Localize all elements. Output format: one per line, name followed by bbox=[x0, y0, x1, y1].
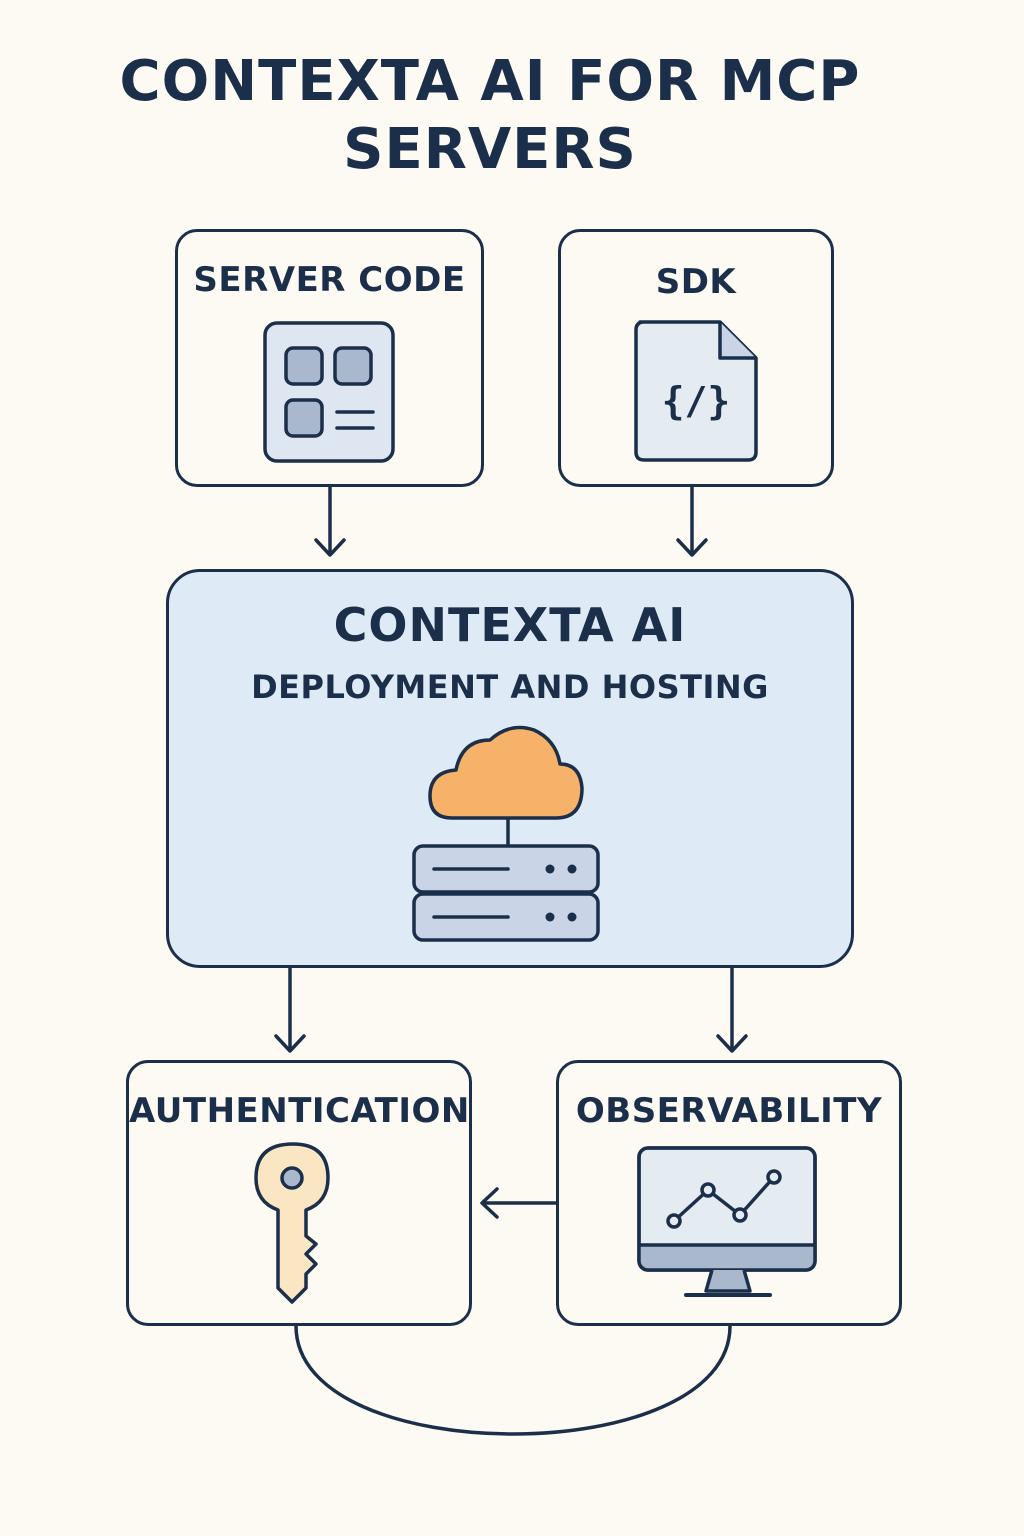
server-code-label: SERVER CODE bbox=[193, 260, 466, 300]
observability-label: OBSERVABILITY bbox=[575, 1091, 883, 1131]
code-file-icon: {/} bbox=[634, 320, 758, 462]
arrowhead-left bbox=[480, 1187, 499, 1219]
sdk-label: SDK bbox=[655, 262, 737, 302]
arrowhead-observability bbox=[716, 1034, 748, 1053]
cloud-server-icon bbox=[412, 725, 600, 942]
arrowhead-sdk bbox=[676, 538, 708, 557]
title-line-2: SERVERS bbox=[343, 117, 637, 182]
diagram-title: CONTEXTA AI FOR MCP SERVERS bbox=[0, 48, 980, 184]
key-icon bbox=[254, 1142, 330, 1304]
arrowhead-authentication bbox=[274, 1034, 306, 1053]
title-line-1: CONTEXTA AI FOR MCP bbox=[119, 49, 861, 114]
curve-authentication-observability bbox=[294, 1324, 732, 1436]
monitor-chart-icon bbox=[637, 1146, 817, 1297]
code-file-text: {/} bbox=[662, 379, 731, 423]
arrowhead-server-code bbox=[314, 538, 346, 557]
app-grid-icon bbox=[263, 321, 395, 463]
contexta-subtitle: DEPLOYMENT AND HOSTING bbox=[251, 668, 769, 706]
authentication-label: AUTHENTICATION bbox=[129, 1091, 470, 1131]
contexta-title: CONTEXTA AI bbox=[333, 598, 687, 652]
